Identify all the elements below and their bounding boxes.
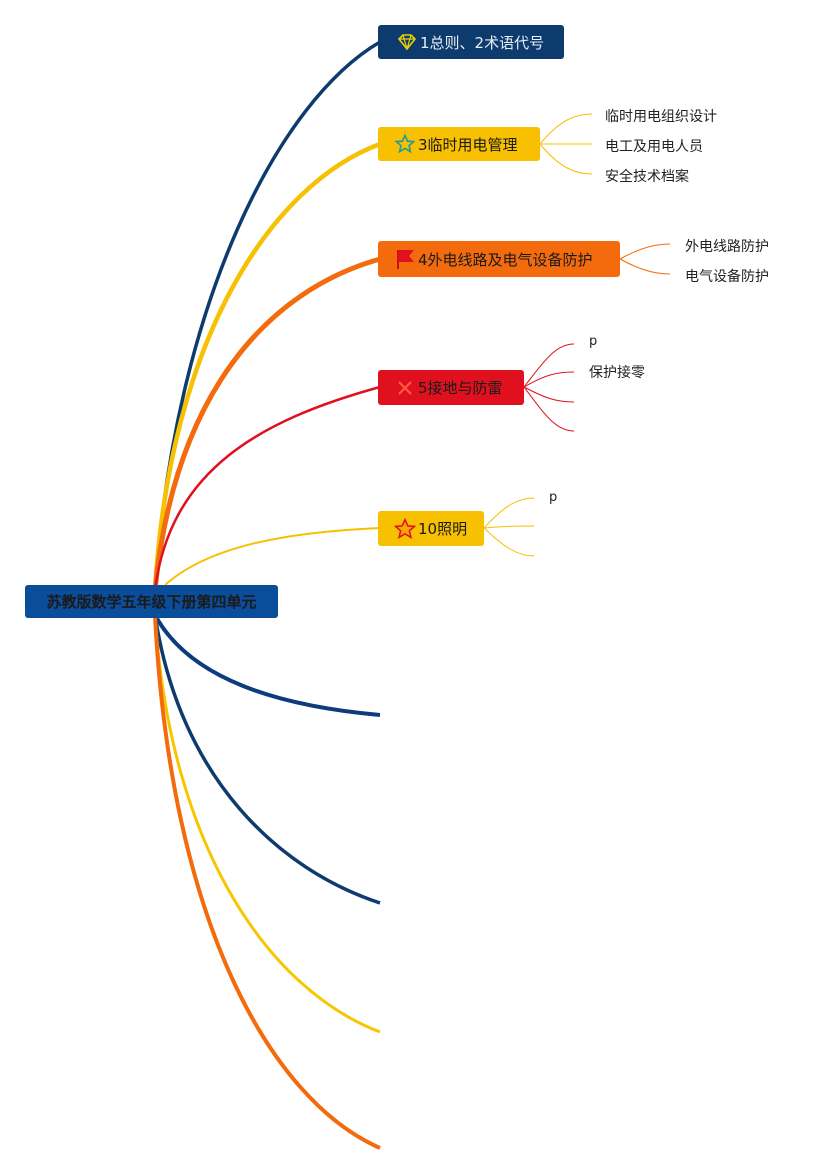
connector-branch-9 xyxy=(153,614,381,1150)
root-label: 苏教版数学五年级下册第四单元 xyxy=(46,593,257,611)
leaf-10-1[interactable]: p xyxy=(549,490,558,505)
connector-branch-4 xyxy=(153,385,381,591)
connector-branch-1 xyxy=(153,40,381,591)
branch-label-3: 4外电线路及电气设备防护 xyxy=(418,250,593,269)
branch-label-4: 5接地与防雷 xyxy=(418,379,503,397)
branch-label-1: 1总则、2术语代号 xyxy=(420,33,545,52)
leaf-4-2[interactable]: 电气设备防护 xyxy=(685,269,769,285)
connector-branch-3 xyxy=(152,256,381,591)
leaf-3-2[interactable]: 电工及用电人员 xyxy=(605,139,703,155)
connector-branch-2 xyxy=(152,141,381,591)
branch-node-2[interactable]: 3临时用电管理 xyxy=(378,127,540,161)
connector-branch-6 xyxy=(153,614,381,717)
root-node[interactable]: 苏教版数学五年级下册第四单元 xyxy=(25,585,278,618)
leaf-3-3[interactable]: 安全技术档案 xyxy=(605,169,689,185)
branch-label-5: 10照明 xyxy=(418,520,468,538)
leaf-5-2[interactable]: 保护接零 xyxy=(589,365,645,381)
branch-label-2: 3临时用电管理 xyxy=(418,135,518,154)
connector-branch-7 xyxy=(153,614,381,905)
branch-node-3[interactable]: 4外电线路及电气设备防护 xyxy=(378,241,620,277)
connector-sub-5-4 xyxy=(523,386,575,432)
leaf-5-1[interactable]: p xyxy=(589,334,598,349)
connector-sub-10-1 xyxy=(483,497,535,529)
connector-sub-10-2 xyxy=(483,525,535,529)
branch-node-5[interactable]: 10照明 xyxy=(378,511,484,546)
leaf-4-1[interactable]: 外电线路防护 xyxy=(685,239,769,255)
connector-sub-4-2 xyxy=(619,258,671,275)
leaf-3-1[interactable]: 临时用电组织设计 xyxy=(605,109,717,125)
tools-icon xyxy=(394,377,416,399)
connector-sub-5-1 xyxy=(523,343,575,388)
star-outline-icon xyxy=(394,133,416,155)
connector-sub-3-1 xyxy=(539,113,593,145)
diamond-icon xyxy=(396,31,418,53)
branch-node-1[interactable]: 1总则、2术语代号 xyxy=(378,25,564,59)
connector-sub-4-1 xyxy=(619,243,671,260)
connector-sub-5-2 xyxy=(523,371,575,388)
connector-branch-8 xyxy=(153,614,381,1034)
flag-icon xyxy=(394,248,416,270)
connector-sub-5-3 xyxy=(523,386,575,403)
star-icon xyxy=(394,517,416,540)
connector-sub-10-3 xyxy=(483,527,535,557)
connector-branch-5 xyxy=(164,527,381,586)
branch-node-4[interactable]: 5接地与防雷 xyxy=(378,370,524,405)
connector-sub-3-3 xyxy=(539,143,593,175)
